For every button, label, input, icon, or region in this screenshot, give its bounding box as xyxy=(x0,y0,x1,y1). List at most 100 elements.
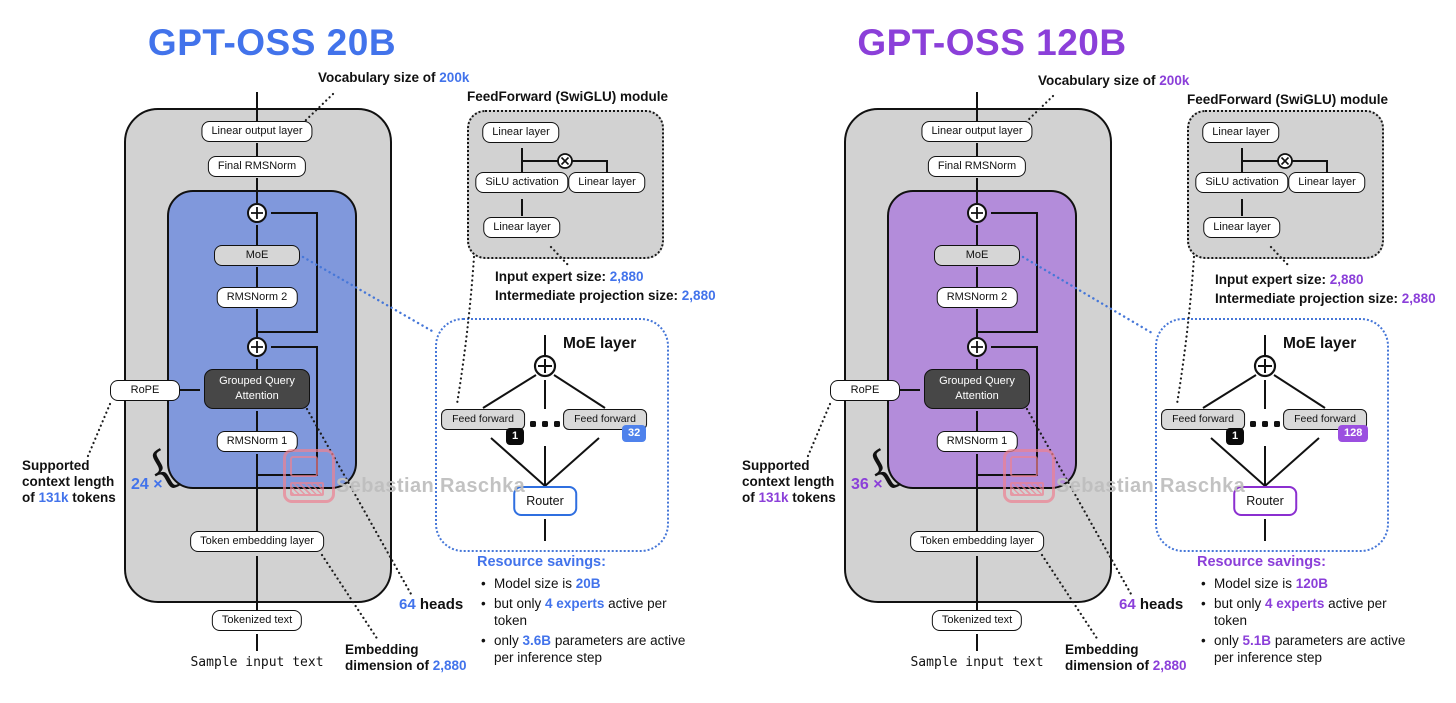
resource-savings-title: Resource savings: xyxy=(1197,554,1326,570)
rmsnorm1-node: RMSNorm 1 xyxy=(216,431,298,452)
expert-1-badge: 1 xyxy=(506,428,525,445)
ellipsis-dots xyxy=(530,421,560,427)
embedding-dim-label: Embedding dimension of 2,880 xyxy=(1065,642,1187,674)
savings-item-active-experts: but only 4 experts active per token xyxy=(1201,596,1409,629)
savings-item-active-params: only 3.6B parameters are active per infe… xyxy=(481,633,689,666)
context-line1: Supported xyxy=(22,458,90,473)
layer-count-value: 36 xyxy=(851,476,869,493)
heads-text: heads xyxy=(1135,596,1184,613)
savings-item-model-size: Model size is 120B xyxy=(1201,576,1409,593)
input-size-value: 2,880 xyxy=(1329,272,1364,287)
router-arrow xyxy=(490,437,546,487)
proj-value: 2,880 xyxy=(1401,291,1436,306)
embedding-dim-label: Embedding dimension of 2,880 xyxy=(345,642,467,674)
moe-layer-title: MoE layer xyxy=(1283,335,1357,352)
resource-savings-list: Model size is 120B but only 4 experts ac… xyxy=(1197,576,1409,666)
feed-forward-expert-n: Feed forward xyxy=(563,409,647,430)
plus-glyph xyxy=(251,341,263,353)
plus-glyph xyxy=(538,359,552,373)
context-post: tokens xyxy=(788,490,836,506)
residual-skip-1 xyxy=(257,212,318,333)
ffn-linear-bottom-node: Linear layer xyxy=(1203,217,1281,238)
input-expert-size-label: Input expert size: 2,880 xyxy=(1215,272,1364,288)
savings-item-active-experts: but only 4 experts active per token xyxy=(481,596,689,629)
heads-leader xyxy=(305,407,413,596)
ffn-linear-top-node: Linear layer xyxy=(1202,122,1280,143)
expert-sum-arrow xyxy=(482,374,537,409)
heads-value: 64 xyxy=(399,596,416,613)
moe-zoom-leader xyxy=(1021,255,1154,335)
context-pre: of xyxy=(742,490,759,506)
final-rmsnorm-node: Final RMSNorm xyxy=(207,156,307,177)
embed-pre: dimension of xyxy=(345,658,433,674)
vocab-size-label: Vocabulary size of 200k xyxy=(318,70,469,86)
linear-output-layer-node: Linear output layer xyxy=(201,121,313,142)
token-embedding-node: Token embedding layer xyxy=(910,531,1044,552)
context-length-label: Supported context length of 131k tokens xyxy=(22,458,116,507)
vocab-size-value: 200k xyxy=(439,70,470,85)
linear-output-layer-node: Linear output layer xyxy=(921,121,1033,142)
savings-item-active-params: only 5.1B parameters are active per infe… xyxy=(1201,633,1409,666)
context-value: 131k xyxy=(758,490,789,506)
token-embedding-node: Token embedding layer xyxy=(190,531,324,552)
layer-count-label: 36 × xyxy=(851,476,883,494)
resource-savings: Resource savings: Model size is 20B but … xyxy=(477,554,689,670)
context-leader xyxy=(806,402,832,458)
router-node: Router xyxy=(513,486,577,516)
intermediate-proj-label: Intermediate projection size: 2,880 xyxy=(495,288,716,304)
moe-node: MoE xyxy=(934,245,1020,266)
context-length-label: Supported context length of 131k tokens xyxy=(742,458,836,507)
context-line2: context length xyxy=(742,474,835,490)
vocab-size-text: Vocabulary size of xyxy=(318,70,440,85)
expert-sum-arrow xyxy=(1202,374,1257,409)
gqa-line2: Attention xyxy=(235,389,279,402)
context-line2: context length xyxy=(22,474,115,490)
dotted-leaders-right xyxy=(806,94,1291,642)
embed-line1: Embedding xyxy=(345,642,419,657)
expert-n-badge: 128 xyxy=(1338,425,1369,442)
context-line1: Supported xyxy=(742,458,810,473)
tokenized-text-node: Tokenized text xyxy=(931,610,1023,631)
ffn-to-expert-leader xyxy=(1175,255,1196,406)
operator-symbols-left xyxy=(247,153,573,378)
ffn-module-title: FeedForward (SwiGLU) module xyxy=(467,89,669,104)
router-arrow xyxy=(1264,437,1320,487)
input-expert-size-label: Input expert size: 2,880 xyxy=(495,269,644,285)
expert-sum-arrow xyxy=(553,374,606,409)
residual-skip-2 xyxy=(257,346,318,476)
input-size-text: Input expert size: xyxy=(495,269,610,284)
plus-glyph xyxy=(971,207,983,219)
panel-gpt-oss-120b: GPT-OSS 120B Vocabulary size of 200k Lin… xyxy=(720,0,1448,703)
heads-leader xyxy=(1025,407,1133,596)
context-leader xyxy=(86,402,112,458)
vocab-leader xyxy=(303,92,335,123)
router-arrow xyxy=(544,437,600,487)
grouped-query-attention-node: Grouped Query Attention xyxy=(204,369,310,409)
gqa-line2: Attention xyxy=(955,389,999,402)
plus-glyph xyxy=(971,341,983,353)
times-glyph xyxy=(1280,156,1290,166)
input-size-value: 2,880 xyxy=(609,269,644,284)
ffn-linear-right-node: Linear layer xyxy=(568,172,646,193)
proj-text: Intermediate projection size: xyxy=(495,288,682,303)
grouped-query-attention-node: Grouped Query Attention xyxy=(924,369,1030,409)
residual-skip-1 xyxy=(977,212,1038,333)
ffn-silu-node: SiLU activation xyxy=(475,172,569,193)
ffn-to-expert-leader xyxy=(455,255,476,406)
embed-value: 2,880 xyxy=(1152,658,1187,674)
gqa-line1: Grouped Query xyxy=(939,375,1015,387)
intermediate-proj-label: Intermediate projection size: 2,880 xyxy=(1215,291,1436,307)
layer-count-label: 24 × xyxy=(131,476,163,494)
vocab-size-value: 200k xyxy=(1159,73,1190,88)
rmsnorm2-node: RMSNorm 2 xyxy=(216,287,298,308)
operator-symbols-right xyxy=(967,153,1293,378)
heads-value: 64 xyxy=(1119,596,1136,613)
context-pre: of xyxy=(22,490,39,506)
embed-value: 2,880 xyxy=(432,658,467,674)
ffn-silu-node: SiLU activation xyxy=(1195,172,1289,193)
sample-input-text: Sample input text xyxy=(190,655,324,670)
panel-gpt-oss-20b: GPT-OSS 20B Vocabulary size of 200k Line… xyxy=(0,0,728,703)
rope-node: RoPE xyxy=(830,380,900,401)
tokenized-text-node: Tokenized text xyxy=(211,610,303,631)
ffn-module-title: FeedForward (SwiGLU) module xyxy=(1187,92,1389,107)
